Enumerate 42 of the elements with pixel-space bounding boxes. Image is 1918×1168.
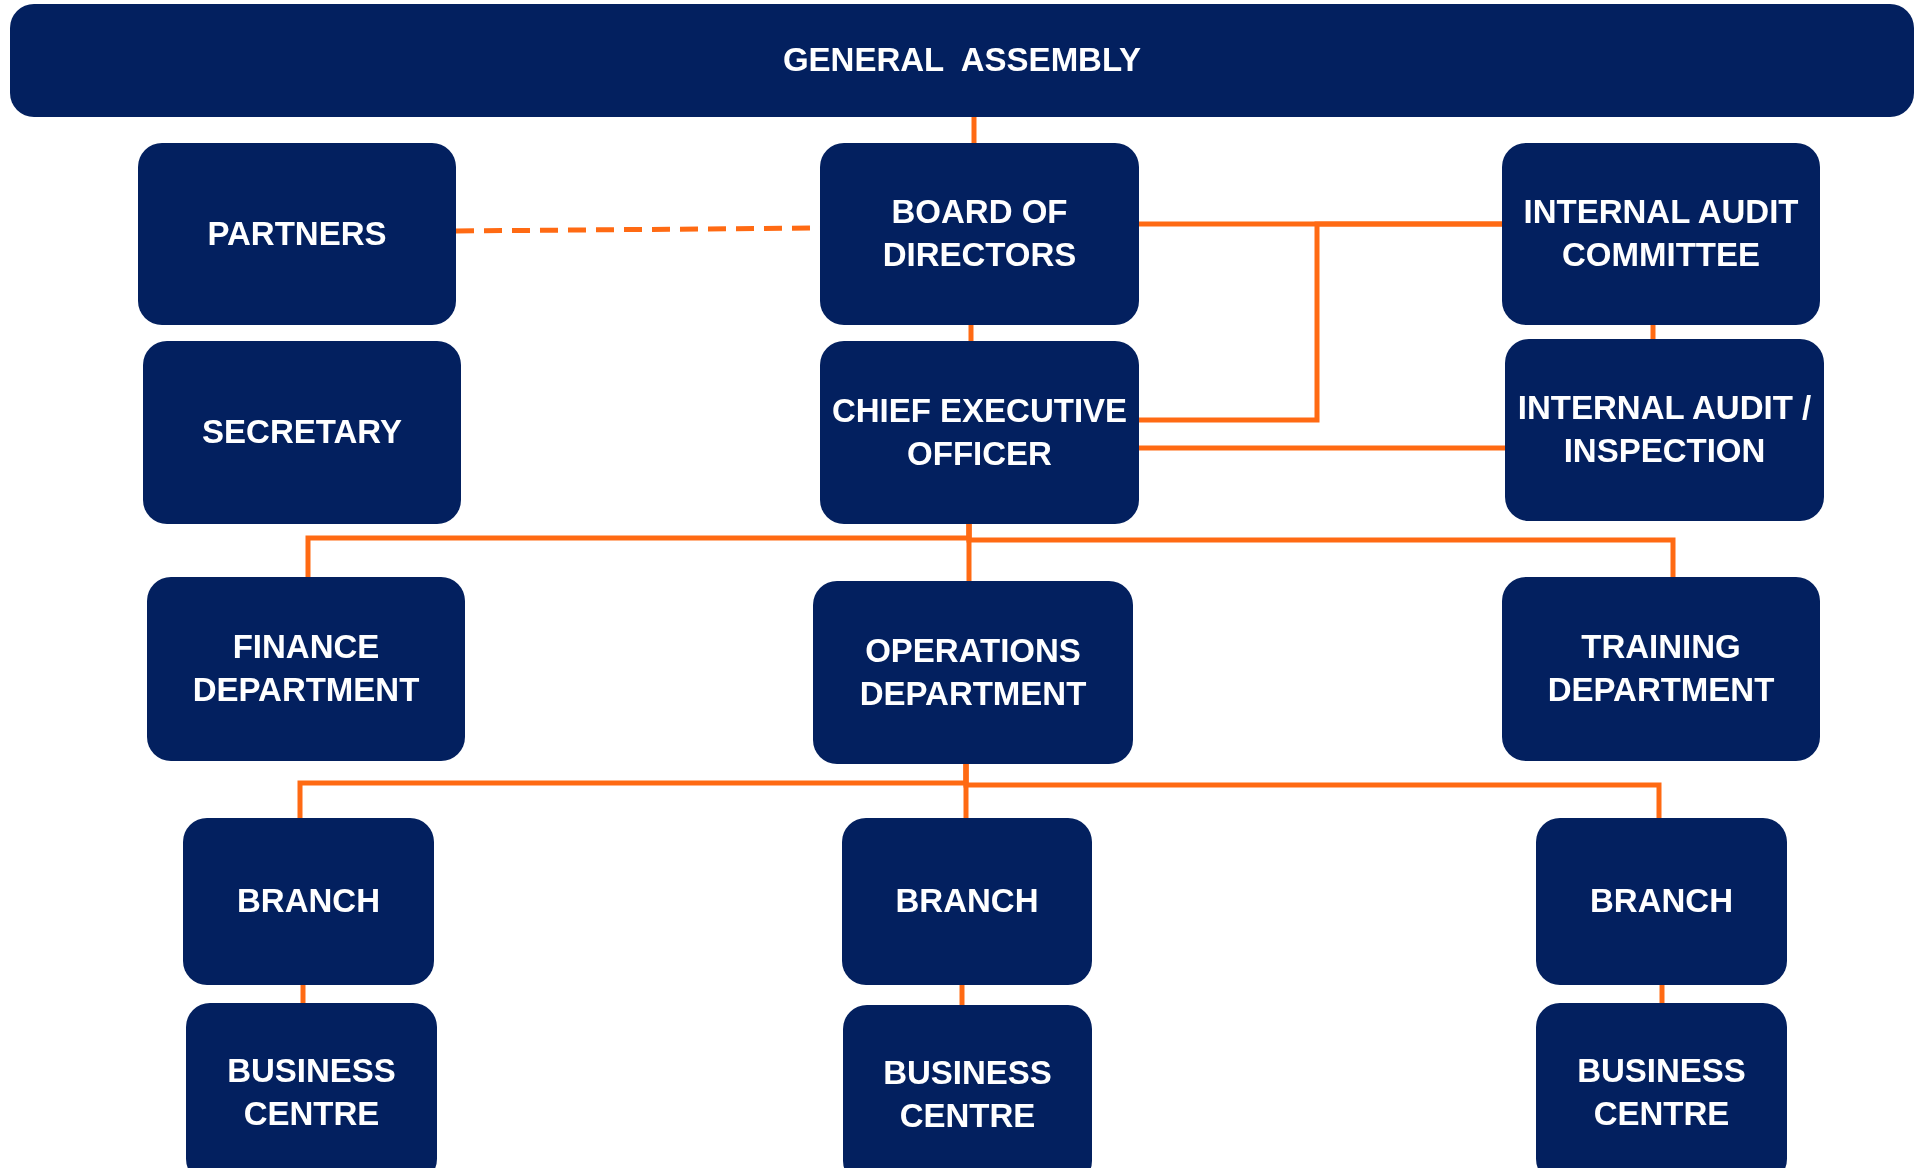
box-label: BUSINESS CENTRE [1576,1051,1747,1134]
box-label: BRANCH [1590,881,1733,922]
connector-line [1139,445,1505,451]
box-label: INTERNAL AUDIT COMMITTEE [1522,192,1800,275]
connector-line [966,524,1676,577]
org-box [843,1005,1092,1168]
box-label: TRAINING DEPARTMENT [1546,627,1776,710]
box-label: FINANCE DEPARTMENT [191,627,421,710]
org-box [820,143,1139,325]
org-box [1536,1003,1787,1168]
org-box [1536,818,1787,985]
box-label: BUSINESS CENTRE [226,1051,397,1134]
org-box [10,4,1914,117]
connector-line [959,985,965,1005]
box-label: BRANCH [237,881,380,922]
org-box [147,577,465,761]
box-label: CHIEF EXECUTIVE OFFICER [830,390,1129,474]
box-label: BRANCH [895,881,1039,922]
box-label: SECRETARY [202,412,402,453]
org-box [1505,339,1824,521]
box-label: INTERNAL AUDIT / INSPECTION [1516,388,1813,471]
box-label: BUSINESS CENTRE [882,1053,1053,1136]
box-label: BOARD OF DIRECTORS [881,192,1078,275]
org-box [813,581,1133,764]
connector-line [963,764,1662,818]
org-box [820,341,1139,524]
connector-line [968,325,974,341]
org-box [143,341,461,524]
box-label: GENERAL ASSEMBLY [782,40,1142,81]
org-box [1502,577,1820,761]
org-box [183,818,434,985]
connector-line [1650,325,1656,339]
org-box [1502,143,1820,325]
org-box [842,818,1092,985]
connector-line [1659,985,1665,1003]
connector-line [1139,221,1502,423]
box-label: OPERATIONS DEPARTMENT [858,630,1088,714]
box-label: PARTNERS [207,213,387,254]
connector-line [300,985,306,1003]
connector-line [971,117,977,143]
org-box [138,143,456,325]
org-box [186,1003,437,1168]
